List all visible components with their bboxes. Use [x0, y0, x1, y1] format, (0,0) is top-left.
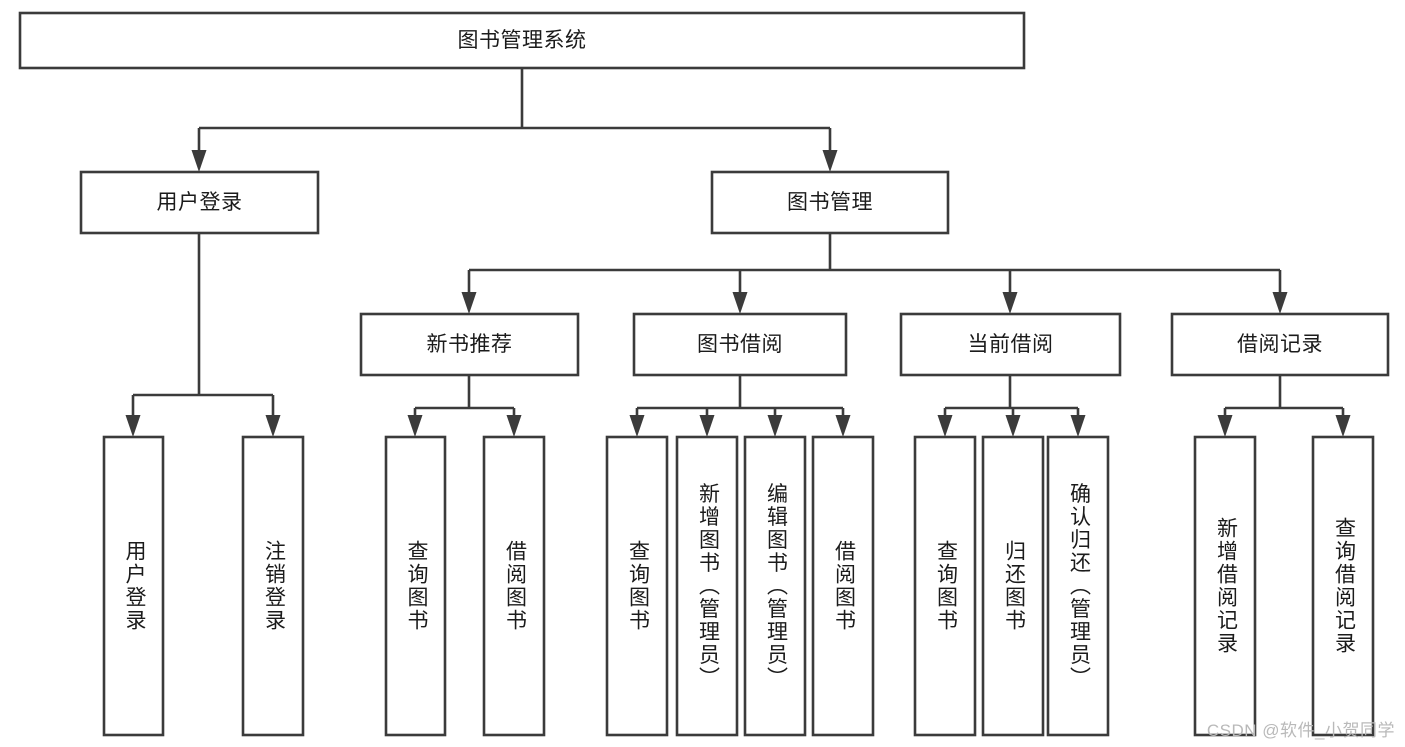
connector-edge-ul-leaf2 [265, 395, 281, 437]
node-leaf-query-book-3[interactable]: 查询图书 [913, 435, 977, 737]
connector-edge-nbr-leaf1 [407, 408, 423, 437]
node-label-leaf-query-book-2: 查询图书 [626, 540, 650, 632]
node-leaf-borrow-book-2[interactable]: 借阅图书 [811, 435, 875, 737]
connector-edge-nbr-leaf2 [506, 408, 522, 437]
node-label-new-book-recommend: 新书推荐 [427, 333, 513, 356]
node-label-leaf-edit-book-admin: 编辑图书（管理员） [764, 483, 788, 690]
node-label-leaf-add-borrow-record: 新增借阅记录 [1214, 517, 1238, 655]
node-leaf-user-logout[interactable]: 注销登录 [241, 435, 305, 737]
connector-edge-bb-leaf2 [699, 408, 715, 437]
connector-layer [125, 68, 1351, 437]
node-leaf-confirm-return-admin[interactable]: 确认归还（管理员） [1046, 435, 1110, 737]
connector-edge-root-user-login [191, 128, 207, 172]
node-leaf-user-login[interactable]: 用户登录 [102, 435, 165, 737]
connector-edge-bb-leaf1 [629, 408, 645, 437]
node-label-leaf-borrow-book-1: 借阅图书 [503, 540, 527, 632]
node-leaf-return-book[interactable]: 归还图书 [981, 435, 1045, 737]
node-label-leaf-query-borrow-record: 查询借阅记录 [1332, 517, 1356, 655]
node-label-leaf-user-logout: 注销登录 [262, 540, 286, 632]
connector-edge-bm-current-borrow [1002, 270, 1018, 314]
connector-edge-root-book-manage [822, 128, 838, 172]
node-label-leaf-user-login: 用户登录 [123, 540, 147, 632]
connector-edge-br-leaf2 [1335, 408, 1351, 437]
connector-edge-cb-leaf3 [1070, 408, 1086, 437]
connector-edge-br-leaf1 [1217, 408, 1233, 437]
node-leaf-add-book-admin[interactable]: 新增图书（管理员） [675, 435, 739, 737]
connector-edge-bb-leaf3 [767, 408, 783, 437]
node-leaf-query-borrow-record[interactable]: 查询借阅记录 [1311, 435, 1375, 737]
node-book-manage[interactable]: 图书管理 [710, 170, 950, 235]
node-label-book-borrow: 图书借阅 [697, 333, 783, 356]
connector-edge-cb-leaf1 [937, 408, 953, 437]
node-label-leaf-query-book-3: 查询图书 [934, 540, 958, 632]
connector-edge-bm-book-borrow [732, 270, 748, 314]
connector-edge-cb-leaf2 [1005, 408, 1021, 437]
node-leaf-add-borrow-record[interactable]: 新增借阅记录 [1193, 435, 1257, 737]
node-book-borrow[interactable]: 图书借阅 [632, 312, 848, 377]
node-label-current-borrow: 当前借阅 [968, 333, 1054, 356]
connector-edge-bm-new-book [461, 270, 477, 314]
node-label-root: 图书管理系统 [458, 29, 587, 52]
node-label-book-manage: 图书管理 [787, 191, 873, 214]
node-root[interactable]: 图书管理系统 [18, 11, 1026, 70]
node-leaf-query-book-2[interactable]: 查询图书 [605, 435, 669, 737]
connector-edge-bm-borrow-record [1272, 270, 1288, 314]
node-label-leaf-return-book: 归还图书 [1002, 540, 1026, 632]
node-label-leaf-query-book-1: 查询图书 [405, 540, 429, 632]
connector-edge-ul-leaf1 [125, 395, 141, 437]
node-label-leaf-borrow-book-2: 借阅图书 [832, 540, 856, 632]
node-label-borrow-record: 借阅记录 [1237, 333, 1323, 356]
node-current-borrow[interactable]: 当前借阅 [899, 312, 1122, 377]
connector-edge-bb-leaf4 [835, 408, 851, 437]
node-leaf-query-book-1[interactable]: 查询图书 [384, 435, 447, 737]
node-new-book-recommend[interactable]: 新书推荐 [359, 312, 580, 377]
node-user-login[interactable]: 用户登录 [79, 170, 320, 235]
node-label-user-login: 用户登录 [157, 191, 243, 214]
node-layer: 图书管理系统用户登录图书管理新书推荐图书借阅当前借阅借阅记录用户登录注销登录查询… [18, 11, 1390, 737]
node-borrow-record[interactable]: 借阅记录 [1170, 312, 1390, 377]
node-leaf-borrow-book-1[interactable]: 借阅图书 [482, 435, 546, 737]
node-label-leaf-confirm-return-admin: 确认归还（管理员） [1067, 483, 1091, 690]
node-leaf-edit-book-admin[interactable]: 编辑图书（管理员） [743, 435, 807, 737]
node-label-leaf-add-book-admin: 新增图书（管理员） [696, 483, 720, 690]
